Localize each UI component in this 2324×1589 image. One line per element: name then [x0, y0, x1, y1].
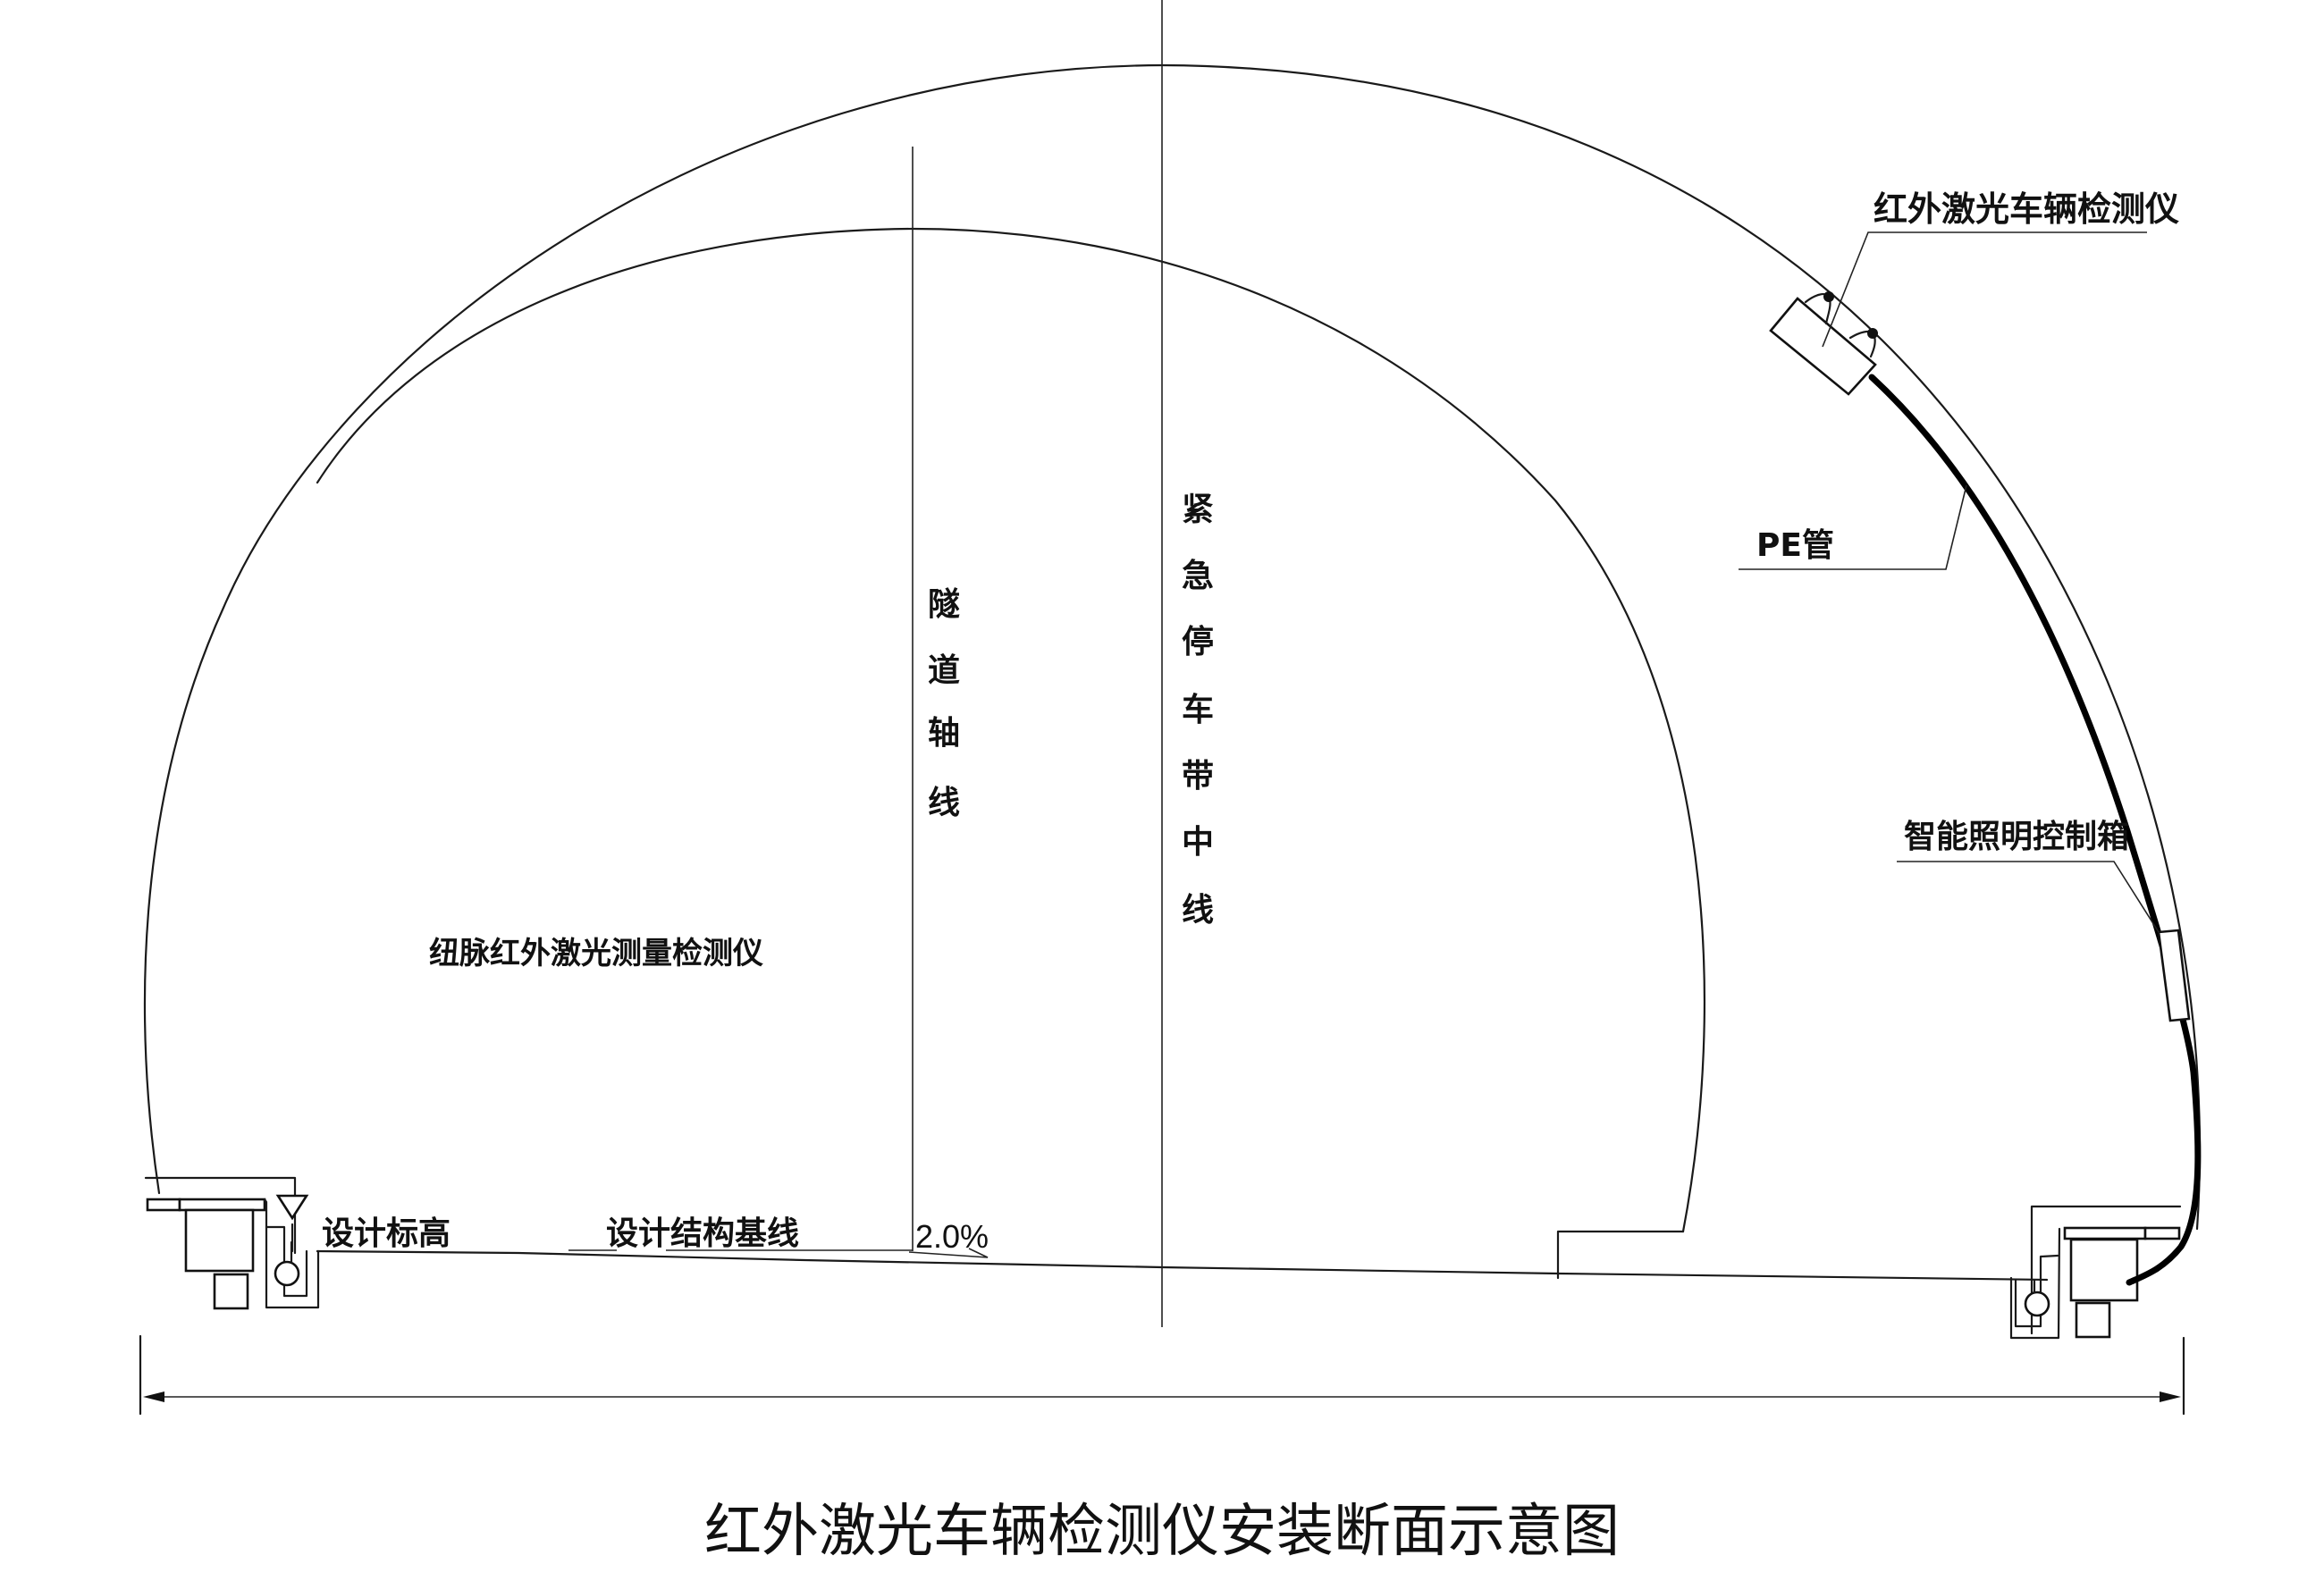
svg-text:带: 带	[1182, 758, 1214, 794]
right-curb-drain-assembly	[2009, 1205, 2182, 1340]
control-box-leader	[1897, 861, 2160, 933]
svg-text:停: 停	[1182, 624, 1214, 660]
control-box	[2157, 929, 2191, 1022]
figure-title: 红外激光车辆检测仪安装断面示意图	[704, 1499, 1620, 1565]
drainage-pipe-icon	[274, 1260, 300, 1287]
inner-arc-step	[1556, 1230, 1685, 1280]
measuring-device-label: 纽脉红外激光测量检测仪	[429, 936, 763, 971]
pe-pipe-leader	[1739, 484, 1967, 570]
slope-label: 2.0%	[915, 1218, 989, 1255]
design-baseline-label: 设计结构基线	[606, 1215, 799, 1252]
svg-text:急: 急	[1182, 558, 1214, 594]
tunnel-axis-label: 隧 道 轴 线	[928, 586, 960, 821]
left-curb-drain-assembly	[144, 1176, 320, 1310]
svg-text:道: 道	[928, 652, 960, 689]
arrow-icon	[143, 1391, 164, 1402]
width-dimension	[139, 1334, 2185, 1416]
slope-arrow-icon	[908, 1248, 989, 1258]
control-box-label: 智能照明控制箱	[1904, 819, 2129, 855]
svg-text:车: 车	[1182, 692, 1214, 728]
detector-leader	[1822, 231, 2147, 348]
triangle-elevation-icon	[275, 1194, 309, 1221]
detector-label: 红外激光车辆检测仪	[1874, 189, 2179, 229]
road-surface-line	[316, 1249, 2049, 1282]
svg-text:线: 线	[928, 785, 960, 821]
svg-text:隧: 隧	[928, 586, 960, 623]
pe-pipe-label: PE管	[1756, 527, 1834, 564]
svg-text:中: 中	[1182, 824, 1214, 861]
inner-clearance-arc	[316, 227, 1705, 1233]
svg-text:紧: 紧	[1182, 492, 1214, 528]
emergency-lane-label: 紧 急 停 车 带 中 线	[1182, 492, 1214, 929]
svg-text:线: 线	[1182, 892, 1214, 929]
outer-lining-arc	[143, 63, 2202, 1231]
svg-text:轴: 轴	[928, 715, 960, 752]
drainage-pipe-icon	[2024, 1291, 2050, 1317]
arrow-icon	[2160, 1391, 2181, 1402]
design-elevation-label: 设计标高	[322, 1215, 450, 1252]
